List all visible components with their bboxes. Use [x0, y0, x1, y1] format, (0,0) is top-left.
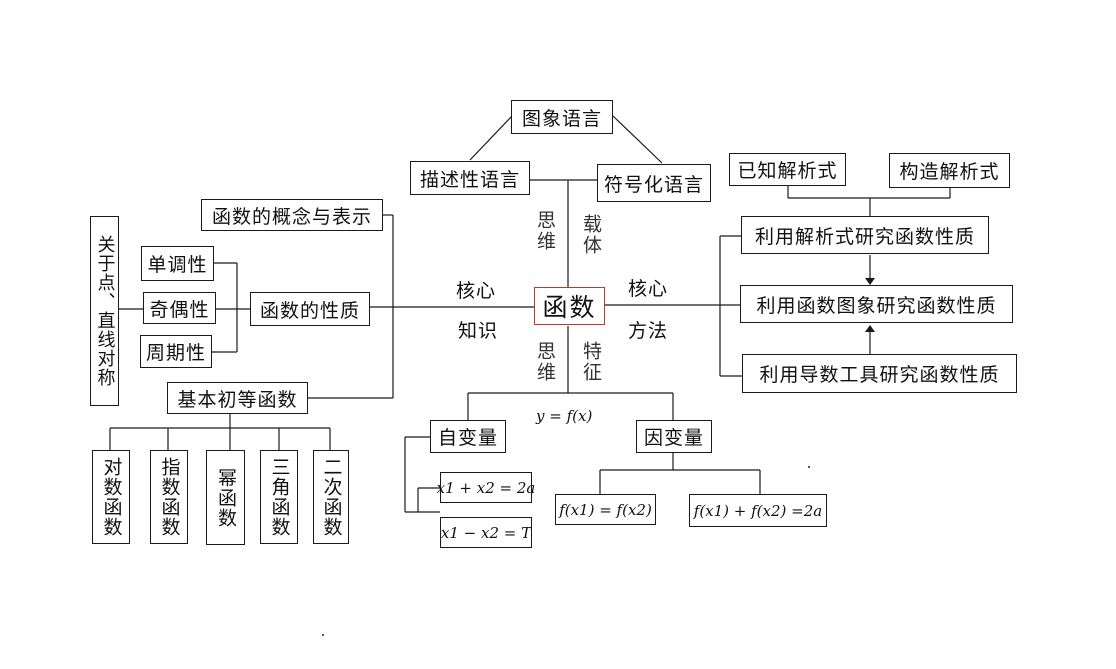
by-derivative-box: 利用导数工具研究函数性质 [742, 354, 1017, 393]
stray-dot-2 [322, 634, 324, 636]
parity-box: 奇偶性 [143, 292, 216, 324]
log-function-box: 对数函数 [92, 450, 130, 544]
trig-function-box: 三角函数 [260, 450, 298, 544]
stray-dot-1 [808, 466, 810, 468]
power-function-box: 幂函数 [206, 450, 245, 545]
exp-function-box: 指数函数 [150, 450, 188, 544]
relation-formula: y = f(x) [536, 407, 593, 425]
independent-variable-box: 自变量 [430, 420, 506, 453]
elementary-functions-box: 基本初等函数 [167, 382, 308, 414]
quadratic-function-box: 二次函数 [313, 450, 349, 544]
label-core-knowledge-1: 核心 [456, 280, 497, 302]
label-thinking-bottom: 思维 [534, 341, 556, 383]
construct-formula-box: 构造解析式 [889, 153, 1010, 188]
symmetry-box: 关于点、直线对称 [90, 216, 119, 406]
by-formula-box: 利用解析式研究函数性质 [741, 216, 989, 254]
image-language-box: 图象语言 [511, 100, 613, 134]
descriptive-language-box: 描述性语言 [410, 161, 530, 195]
periodicity-box: 周期性 [140, 335, 212, 368]
label-core-knowledge-2: 知识 [458, 320, 499, 342]
function-properties-box: 函数的性质 [250, 292, 370, 326]
symbolic-language-box: 符号化语言 [597, 164, 711, 202]
by-graph-box: 利用函数图象研究函数性质 [740, 285, 1013, 323]
label-core-method-1: 核心 [628, 278, 669, 300]
label-thinking-top: 思维 [534, 210, 556, 252]
fx-sum-box: f(x1) + f(x2) =2a [689, 494, 827, 527]
sum-equation-box: x1 + x2 = 2a [437, 472, 535, 503]
label-feature: 特征 [580, 341, 602, 383]
label-carrier: 载体 [580, 214, 602, 256]
label-core-method-2: 方法 [628, 320, 669, 342]
monotonicity-box: 单调性 [141, 246, 214, 281]
diff-equation-box: x1 − x2 = T [440, 517, 532, 548]
known-formula-box: 已知解析式 [729, 153, 846, 186]
concept-representation-box: 函数的概念与表示 [201, 199, 383, 231]
fx-equal-box: f(x1) = f(x2) [555, 494, 656, 525]
center-function-box: 函数 [534, 287, 605, 325]
dependent-variable-box: 因变量 [636, 420, 712, 453]
